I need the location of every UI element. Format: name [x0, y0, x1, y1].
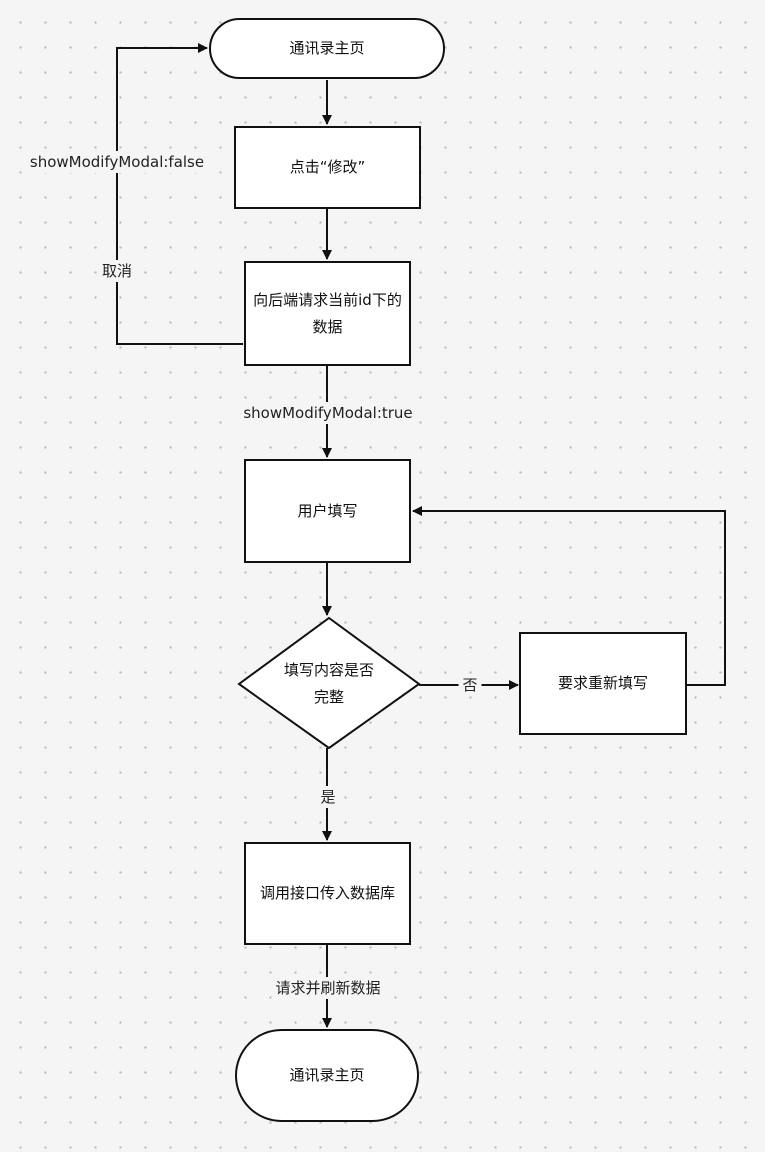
- call-api-label: 调用接口传入数据库: [259, 884, 395, 902]
- check-complete-label: 填写内容是否完整: [283, 661, 374, 706]
- edge-label-cancel: 取消: [97, 260, 137, 282]
- start-terminal: 通讯录主页: [209, 18, 445, 79]
- refill-label: 要求重新填写: [557, 674, 648, 692]
- start-terminal-label: 通讯录主页: [289, 39, 365, 57]
- edge-label-open-flag: showModifyModal:true: [239, 402, 417, 424]
- click-modify-label: 点击“修改”: [289, 158, 366, 176]
- end-terminal-label: 通讯录主页: [289, 1066, 365, 1084]
- call-api-step: 调用接口传入数据库: [244, 842, 411, 945]
- check-complete-decision: 填写内容是否完整: [279, 651, 379, 717]
- edge-cancel-loop: [116, 43, 243, 345]
- click-modify-step: 点击“修改”: [234, 126, 421, 209]
- user-fill-label: 用户填写: [297, 501, 358, 520]
- edge-label-no: 否: [458, 674, 482, 696]
- end-terminal: 通讯录主页: [235, 1029, 419, 1122]
- decision-diamond: [237, 616, 421, 750]
- request-data-step: 向后端请求当前id下的数据: [244, 261, 411, 366]
- edge-refill-loop: [412, 506, 726, 686]
- user-fill-step: 用户填写: [244, 459, 411, 563]
- refill-step: 要求重新填写: [519, 632, 687, 735]
- edge-label-refresh: 请求并刷新数据: [271, 977, 385, 999]
- edge-label-yes: 是: [316, 786, 340, 808]
- request-data-label: 向后端请求当前id下的数据: [253, 290, 402, 336]
- edge-label-cancel-flag: showModifyModal:false: [25, 151, 209, 173]
